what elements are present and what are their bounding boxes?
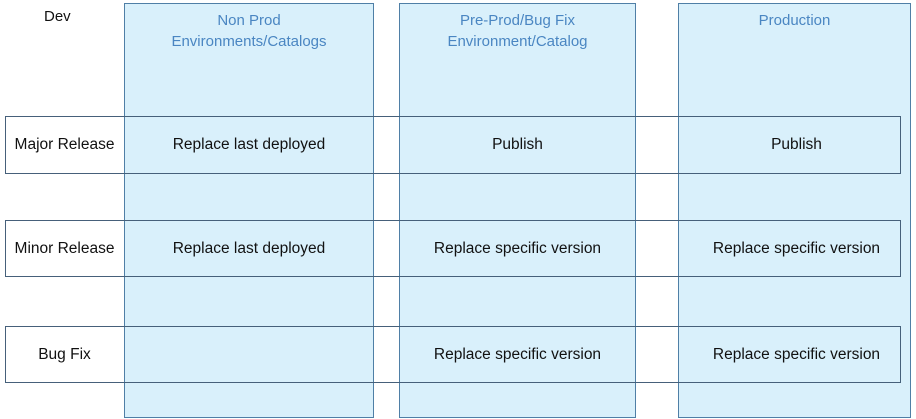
- cell-pre-prod: Publish: [492, 136, 543, 153]
- row-label: Minor Release: [14, 240, 115, 257]
- column-header: Pre-Prod/Bug Fix Environment/Catalog: [400, 10, 635, 52]
- row-bug-fix: [5, 326, 901, 383]
- cell-production: Replace specific version: [712, 240, 881, 257]
- cell-production: Publish: [771, 136, 822, 153]
- cell-pre-prod: Replace specific version: [433, 346, 602, 363]
- dev-label: Dev: [44, 8, 71, 25]
- column-title-line1: Non Prod: [217, 12, 281, 29]
- cell-non-prod: [124, 327, 374, 383]
- column-header: Non Prod Environments/Catalogs: [125, 10, 373, 52]
- row-major-release: [5, 116, 901, 174]
- column-title-line2: Environments/Catalogs: [171, 33, 327, 50]
- column-pre-prod: Pre-Prod/Bug Fix Environment/Catalog: [399, 3, 636, 418]
- row-label: Bug Fix: [38, 346, 91, 363]
- row-label: Major Release: [14, 136, 115, 153]
- column-non-prod: Non Prod Environments/Catalogs: [124, 3, 374, 418]
- column-header: Production: [679, 10, 910, 31]
- cell-production: Replace specific version: [712, 346, 881, 363]
- cell-non-prod: Replace last deployed: [172, 240, 326, 257]
- cell-pre-prod: Replace specific version: [433, 240, 602, 257]
- column-title-line2: Environment/Catalog: [447, 33, 588, 50]
- column-title-line1: Production: [758, 12, 831, 29]
- column-production: Production: [678, 3, 911, 418]
- column-title-line1: Pre-Prod/Bug Fix: [459, 12, 576, 29]
- cell-non-prod: Replace last deployed: [172, 136, 326, 153]
- row-minor-release: [5, 220, 901, 277]
